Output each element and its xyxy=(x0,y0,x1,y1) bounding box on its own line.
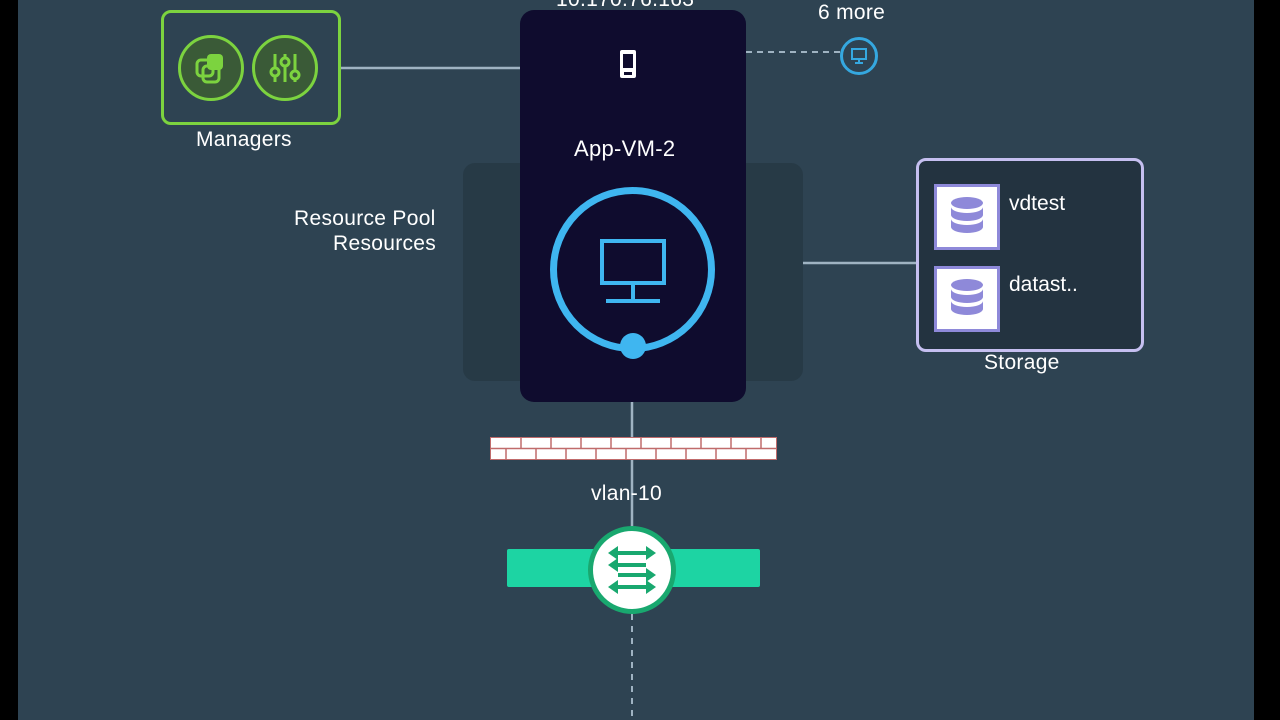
managers-node[interactable] xyxy=(161,10,341,125)
datastore-name[interactable]: datast.. xyxy=(1009,273,1078,296)
vm-ip-label: 10.170.76.163 xyxy=(556,0,694,12)
more-vms-node[interactable] xyxy=(840,37,878,75)
datastore-name[interactable]: vdtest xyxy=(1009,192,1066,215)
switch-arrows-icon xyxy=(608,546,656,594)
vm-name: App-VM-2 xyxy=(574,136,676,161)
database-icon xyxy=(934,184,1000,250)
resource-pool-line2: Resources xyxy=(333,232,437,255)
resource-pool-line1: Resource Pool xyxy=(294,207,436,230)
network-label: vlan-10 xyxy=(591,482,662,505)
storage-label: Storage xyxy=(984,351,1060,374)
vm-status-dot xyxy=(620,333,646,359)
phone-icon xyxy=(620,50,636,78)
sliders-icon xyxy=(252,35,318,101)
vcenter-icon xyxy=(178,35,244,101)
monitor-icon xyxy=(851,48,867,64)
database-icon xyxy=(934,266,1000,332)
firewall-icon[interactable] xyxy=(490,437,777,460)
network-switch-node[interactable] xyxy=(588,526,676,614)
monitor-icon xyxy=(600,239,666,303)
managers-label: Managers xyxy=(196,128,292,151)
more-label[interactable]: 6 more xyxy=(818,1,886,24)
storage-node[interactable]: vdtest datast.. xyxy=(916,158,1144,352)
